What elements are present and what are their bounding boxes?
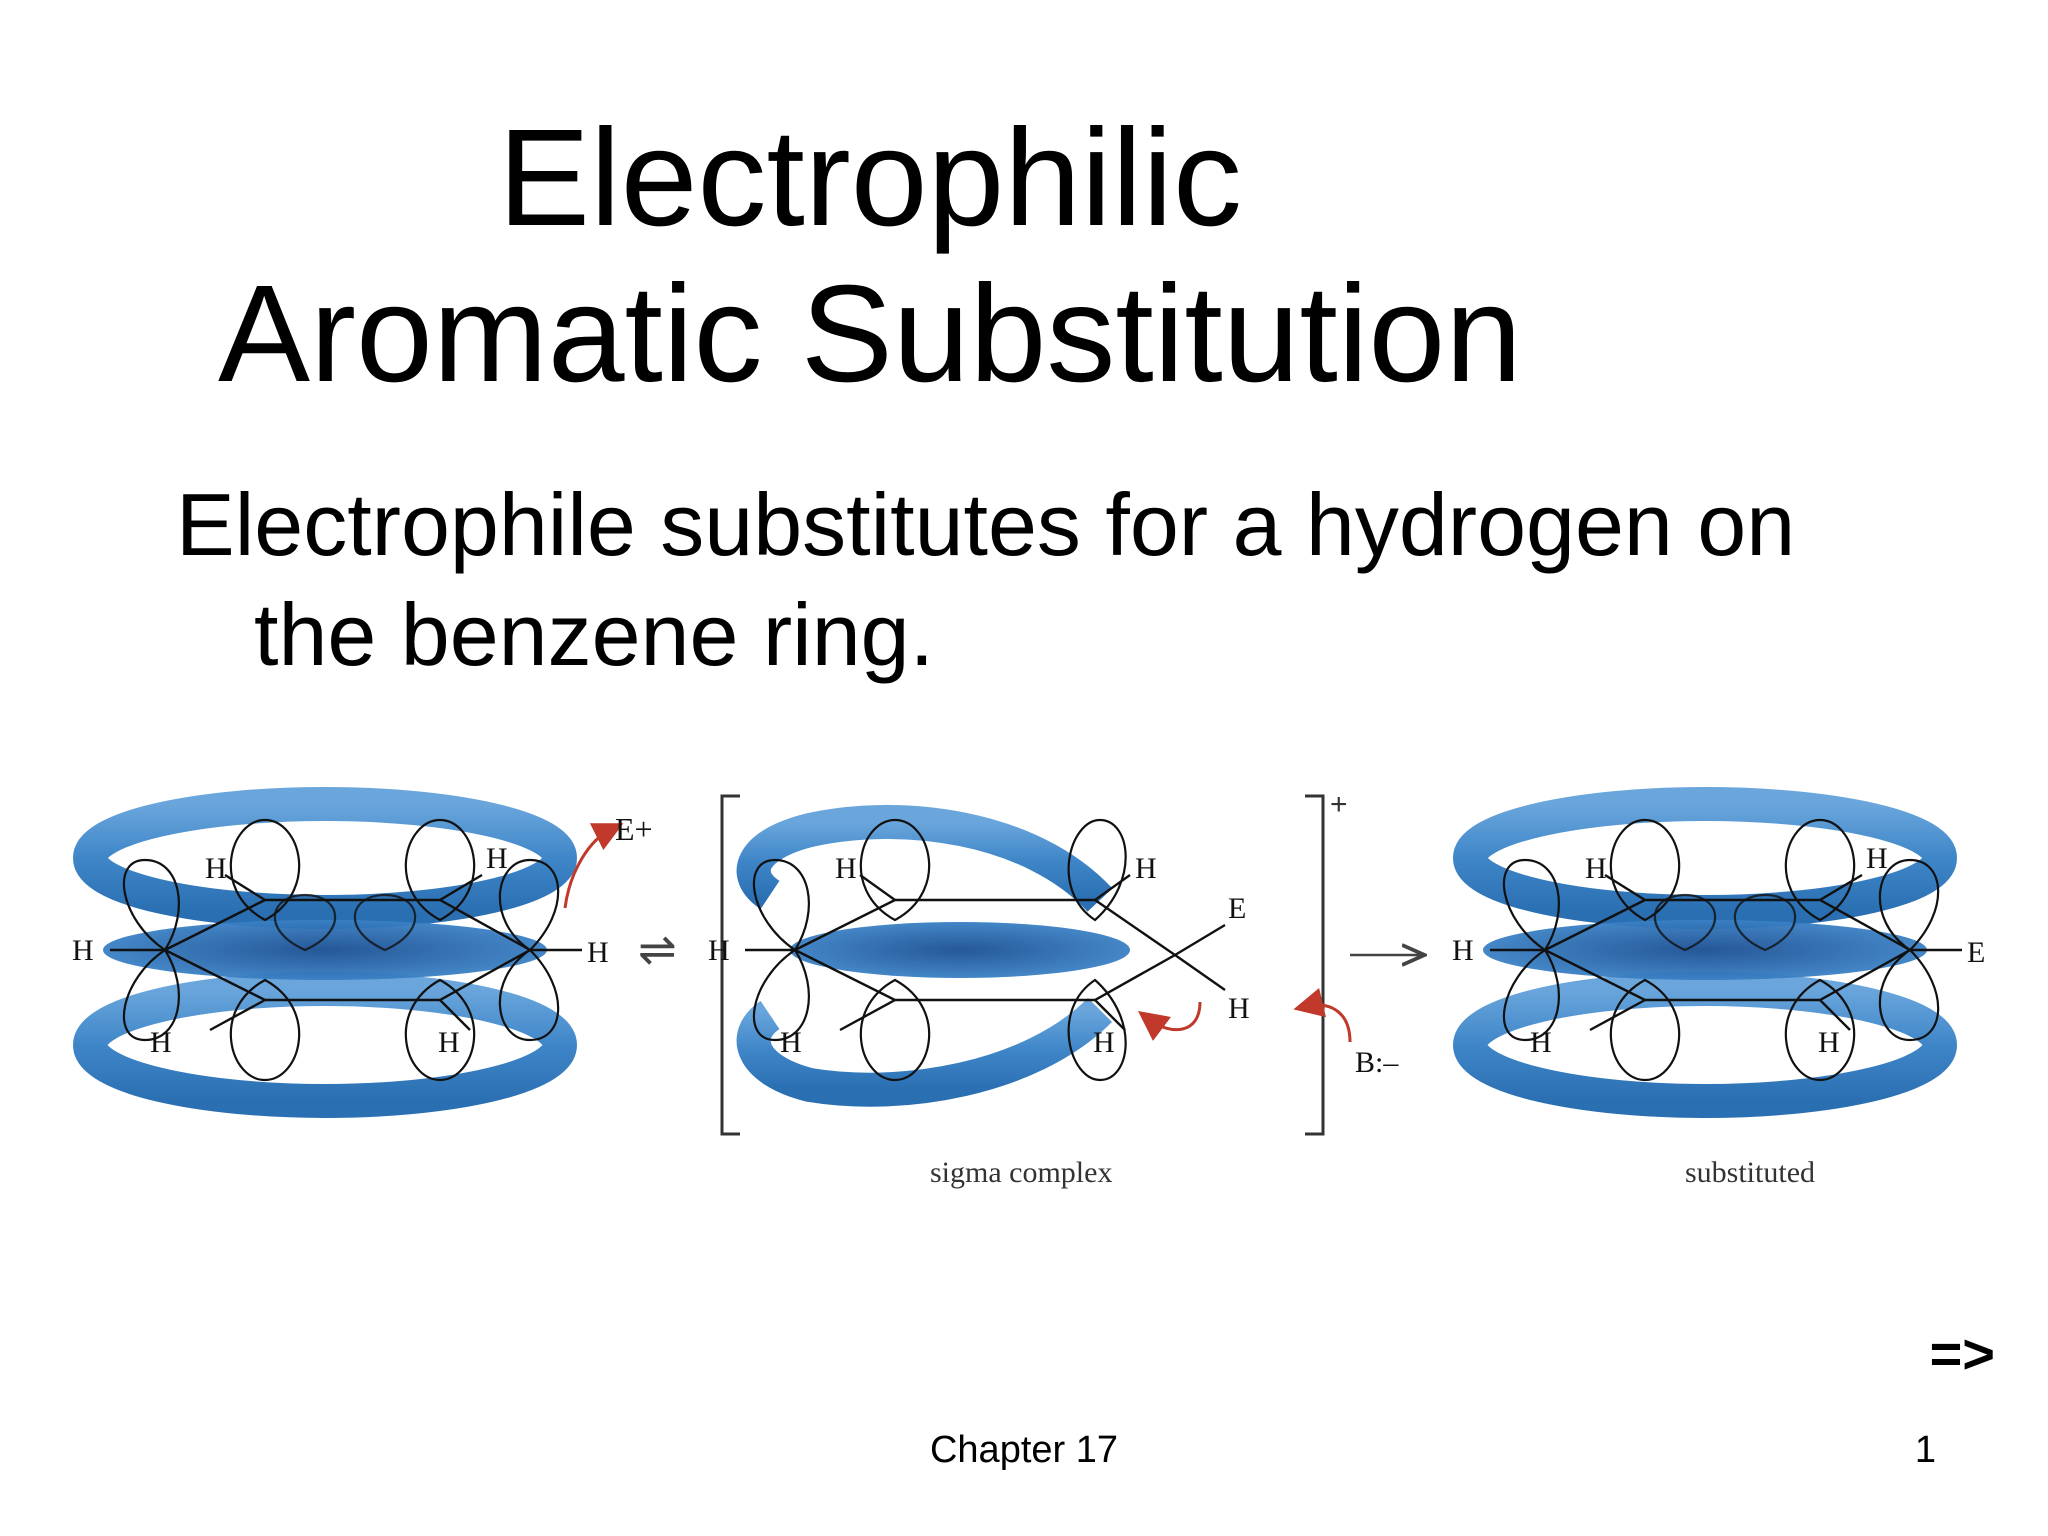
atom-h: H xyxy=(150,1026,172,1059)
atom-h: H xyxy=(205,852,227,885)
sigma-complex-molecule: + H xyxy=(708,788,1399,1189)
bullet-line-2: the benzene ring. xyxy=(254,585,935,684)
title-line-2: Aromatic Substitution xyxy=(218,257,1522,411)
atom-h: H xyxy=(438,1026,460,1059)
base-label: B:– xyxy=(1355,1046,1399,1079)
benzene-molecule: H H H H H H E+ xyxy=(72,787,653,1118)
sigma-complex-label: sigma complex xyxy=(930,1156,1112,1189)
atom-h: H xyxy=(1818,1026,1840,1059)
atom-h: H xyxy=(1135,852,1157,885)
electrophile-label: E+ xyxy=(615,811,653,847)
substituted-molecule: H E H H H H substituted xyxy=(1452,787,1985,1189)
atom-h: H xyxy=(1530,1026,1552,1059)
bullet-text: Electrophile substitutes for a hydrogen … xyxy=(176,470,1936,690)
atom-h: H xyxy=(486,842,508,875)
atom-e: E xyxy=(1967,936,1985,969)
reaction-diagram: H H H H H H E+ ⇌ + xyxy=(72,787,1985,1189)
equilibrium-arrow: ⇌ xyxy=(638,923,677,975)
atom-h: H xyxy=(780,1026,802,1059)
atom-e: E xyxy=(1228,892,1246,925)
atom-h: H xyxy=(1093,1026,1115,1059)
substituted-label: substituted xyxy=(1685,1156,1815,1189)
atom-h: H xyxy=(72,934,94,967)
footer-chapter: Chapter 17 xyxy=(929,1429,1118,1471)
atom-h: H xyxy=(1585,852,1607,885)
atom-h: H xyxy=(587,936,609,969)
bullet-line-1: Electrophile substitutes for a hydrogen … xyxy=(176,475,1796,574)
charge-label: + xyxy=(1330,788,1348,821)
slide-title: Electrophilic Aromatic Substitution xyxy=(0,100,1740,412)
next-slide-arrow[interactable]: => xyxy=(1929,1322,1995,1385)
curved-arrow-base xyxy=(1293,987,1352,1043)
curved-arrow-attack xyxy=(563,823,624,909)
page-number: 1 xyxy=(1914,1429,1936,1471)
atom-h: H xyxy=(708,934,730,967)
title-line-1: Electrophilic xyxy=(498,101,1242,255)
atom-h: H xyxy=(835,852,857,885)
atom-h: H xyxy=(1452,934,1474,967)
atom-h: H xyxy=(1228,992,1250,1025)
atom-h: H xyxy=(1866,842,1888,875)
curved-arrow-electrons xyxy=(1137,1001,1202,1041)
